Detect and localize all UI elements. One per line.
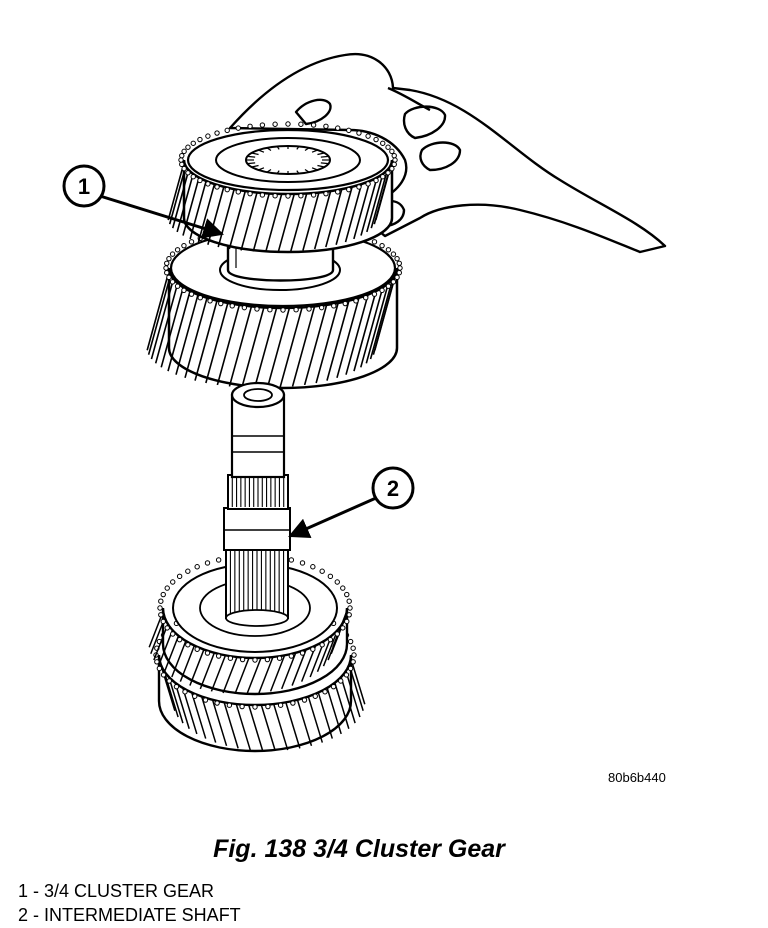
intermediate-shaft <box>148 381 366 753</box>
figure-caption: Fig. 138 3/4 Cluster Gear <box>213 835 505 863</box>
cluster-gear-upper <box>167 121 398 254</box>
legend: 1 - 3/4 CLUSTER GEAR 2 - INTERMEDIATE SH… <box>18 879 241 927</box>
callout-2-number: 2 <box>387 476 399 501</box>
legend-item-1: 1 - 3/4 CLUSTER GEAR <box>18 881 215 901</box>
legend-item-2: 2 - INTERMEDIATE SHAFT <box>18 905 241 925</box>
cluster-gear-illustration: 1 2 <box>62 52 667 753</box>
callout-2: 2 <box>288 466 415 538</box>
callout-1-number: 1 <box>78 174 90 199</box>
figure-code: 80b6b440 <box>608 770 666 785</box>
callout-1: 1 <box>62 164 225 239</box>
